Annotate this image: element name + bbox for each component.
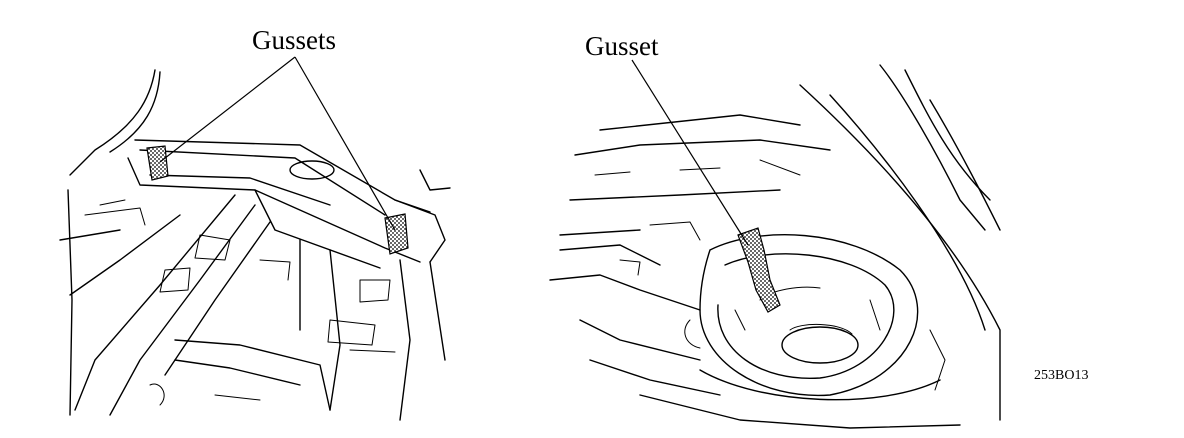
leader-line [631,59,749,246]
leader-line [159,56,296,163]
right-well-illustration [549,64,1001,429]
left-floor-illustration [59,69,451,421]
figure-code-label: 253BO13 [1034,368,1089,383]
gussets-callout-label: Gussets [252,25,337,55]
gusset-callout-label: Gusset [585,31,659,61]
leader-line [294,56,396,231]
